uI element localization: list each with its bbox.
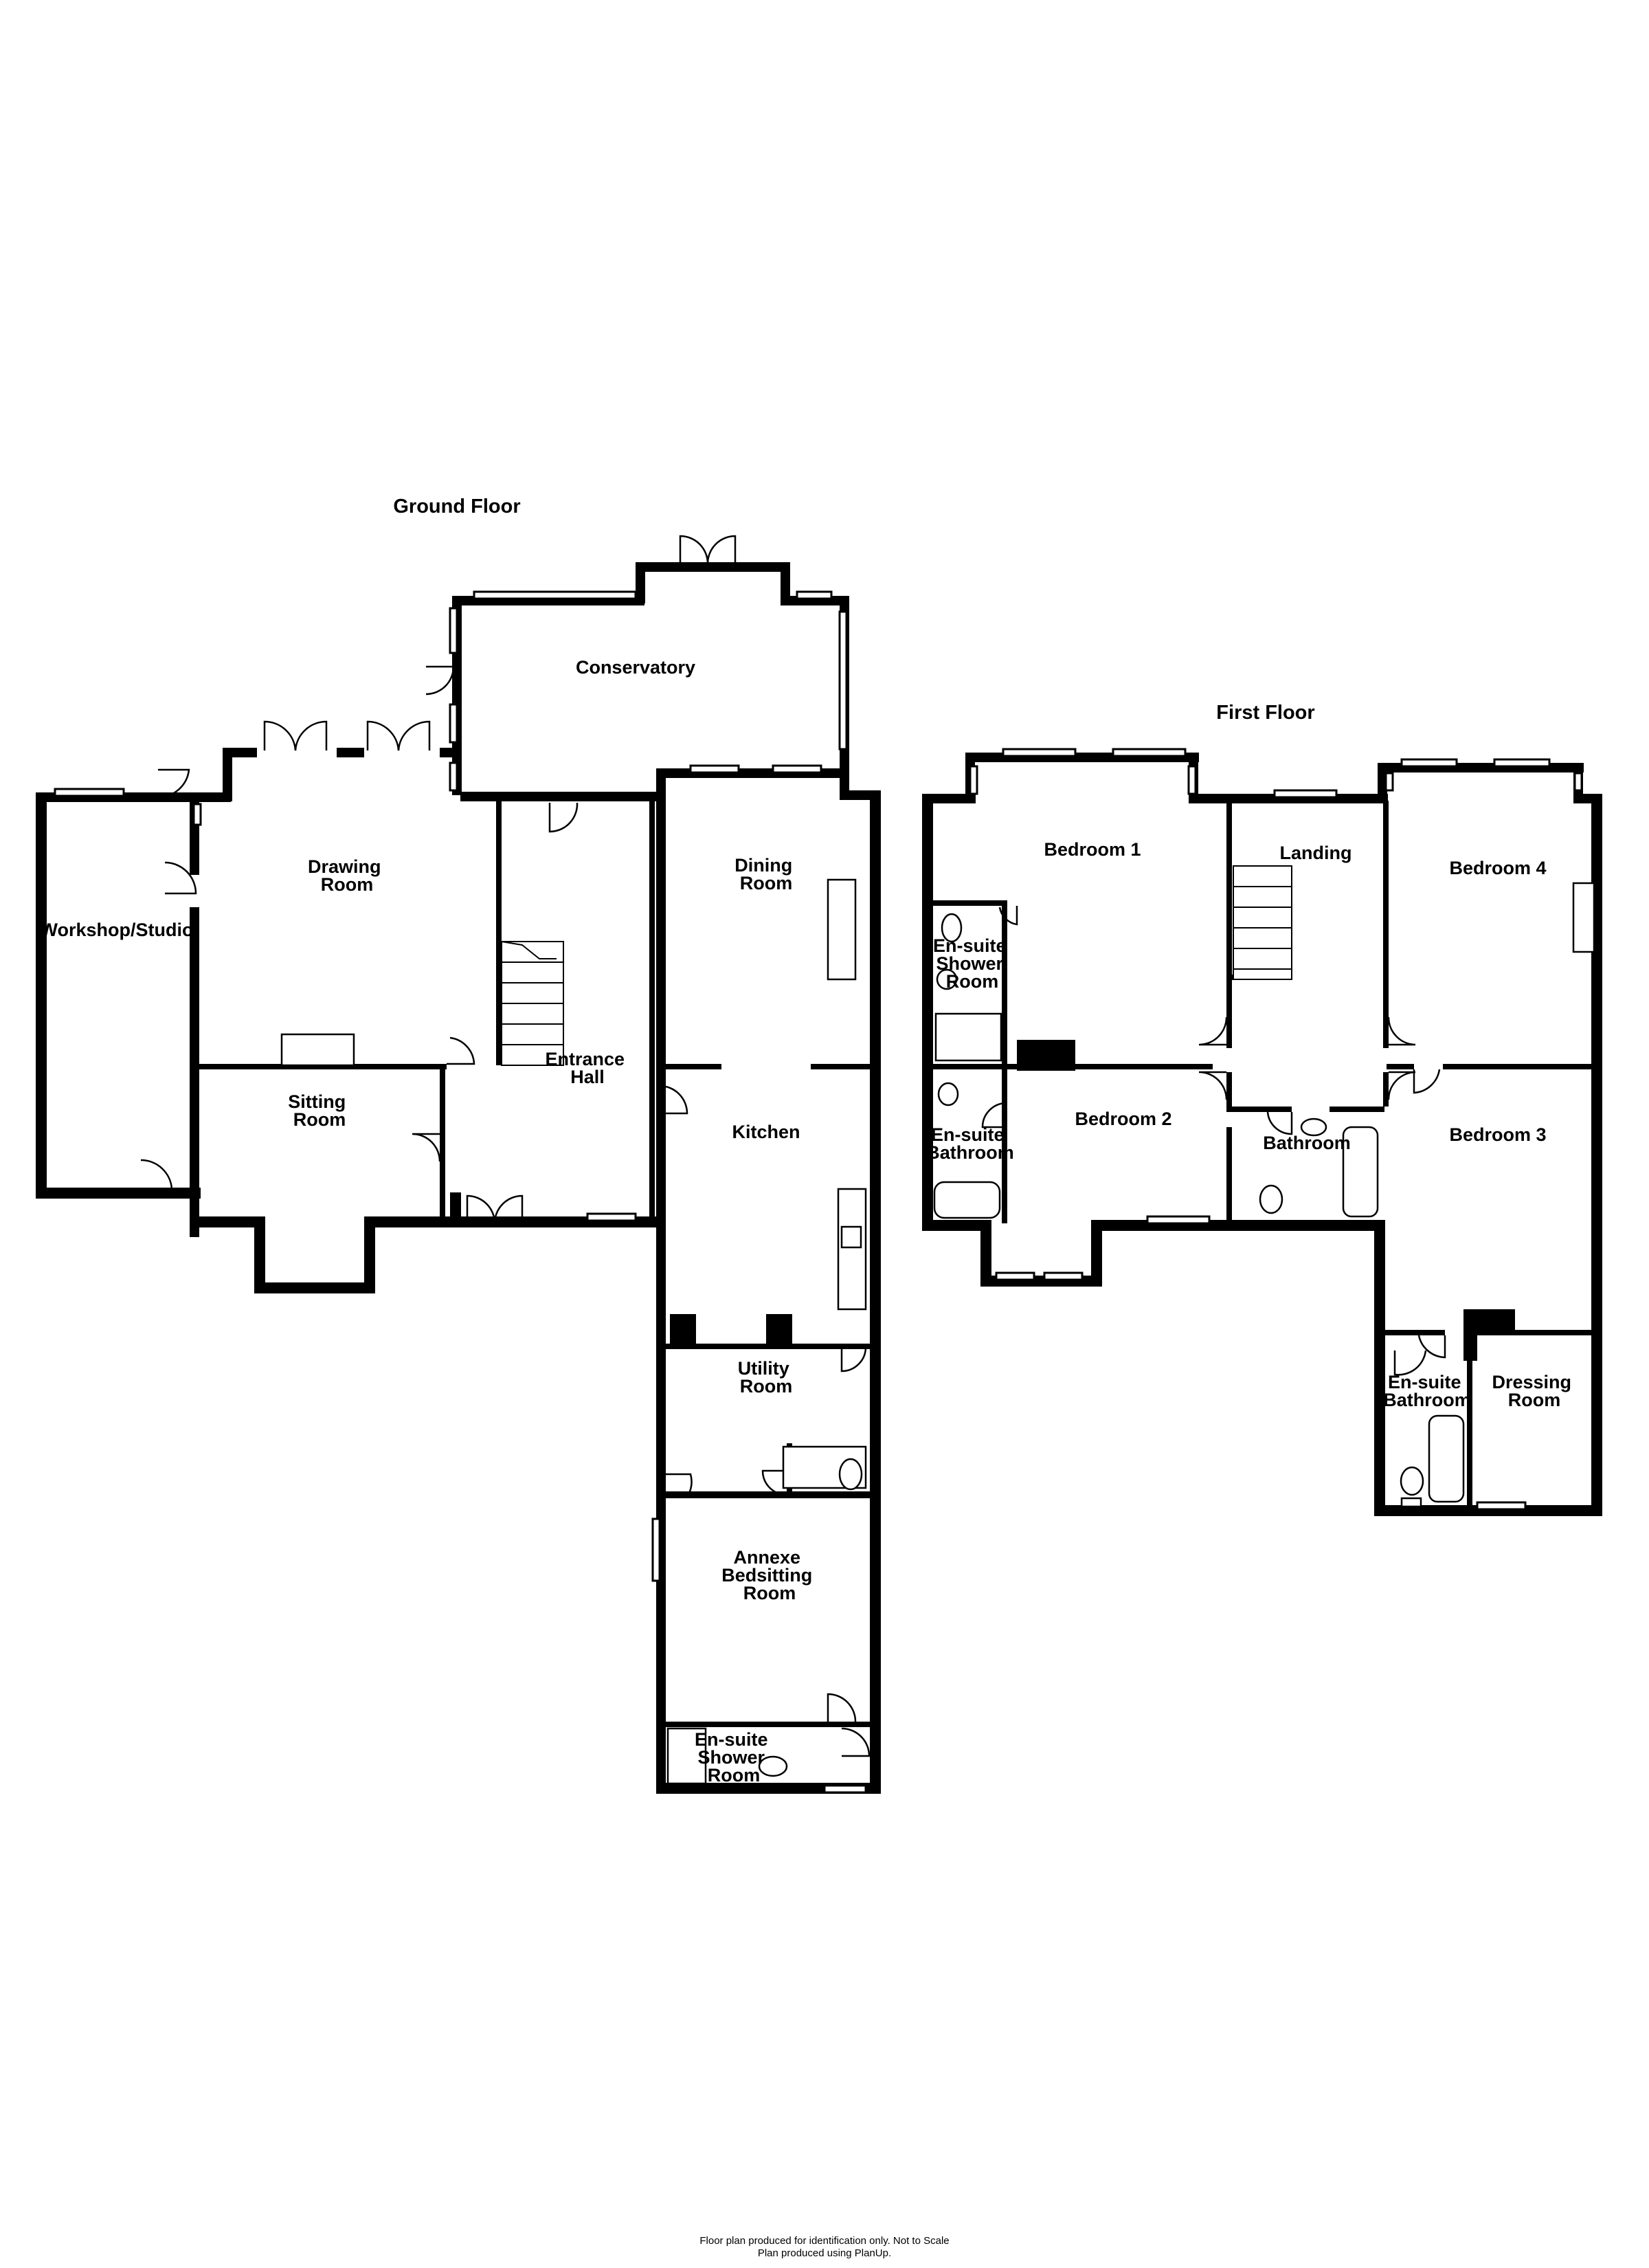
ensuite-shower-wc (941, 913, 963, 943)
floor-titles: Ground Floor First Floor (393, 496, 1314, 724)
ensuite-shower-basin (936, 968, 958, 990)
label-drawing-room: Drawing Room (308, 856, 386, 895)
label-annexe-ensuite-shower-room: En-suite Shower Room (695, 1729, 773, 1786)
first-floor-title: First Floor (1216, 702, 1314, 724)
footer-note: Floor plan produced for identification o… (699, 2235, 949, 2259)
dining-room-sideboard (827, 878, 857, 981)
bedroom3-ensuite-basin (1400, 1497, 1422, 1508)
label-sitting-room: Sitting Room (288, 1091, 351, 1130)
label-landing: Landing (1280, 843, 1352, 863)
bathroom-basin (1300, 1118, 1327, 1137)
annexe-basin (758, 1755, 788, 1777)
ground-floor-fixtures (280, 878, 867, 1785)
bedroom2-ensuite-basin (937, 1082, 959, 1107)
ground-floor (36, 535, 881, 1794)
label-bedroom-2: Bedroom 2 (1075, 1109, 1171, 1129)
label-bedroom3-ensuite-bathroom: En-suite Bathroom (1383, 1372, 1471, 1410)
kitchen-worktop (837, 1188, 867, 1311)
bathroom-bath (1342, 1126, 1379, 1218)
bedroom4-wardrobe (1572, 882, 1595, 953)
label-bedroom-4: Bedroom 4 (1449, 858, 1546, 878)
label-bedroom1-ensuite-shower-room: En-suite Shower Room (933, 935, 1011, 992)
kitchen-sink (840, 1225, 862, 1249)
ground-floor-staircase (501, 941, 564, 1066)
first-floor-doors (981, 906, 1499, 1376)
label-bedroom-3: Bedroom 3 (1449, 1124, 1546, 1145)
label-kitchen: Kitchen (732, 1122, 800, 1142)
ground-floor-windows (54, 590, 867, 1794)
label-utility-room: Utility Room (738, 1358, 795, 1397)
footer-line-1: Floor plan produced for identification o… (699, 2235, 949, 2247)
label-entrance-hall: Entrance Hall (545, 1049, 629, 1087)
first-floor (922, 748, 1602, 1516)
footer-line-2: Plan produced using PlanUp. (758, 2247, 891, 2259)
label-conservatory: Conservatory (576, 657, 695, 678)
bedroom3-ensuite-bath (1428, 1414, 1465, 1503)
utility-wc (838, 1458, 863, 1491)
sitting-room-fireplace-hearth (280, 1033, 355, 1067)
first-floor-fixtures (933, 865, 1595, 1508)
bathroom-wc (1259, 1184, 1283, 1214)
label-dressing-room: Dressing Room (1492, 1372, 1576, 1410)
bedroom3-ensuite-wc (1400, 1466, 1424, 1496)
label-dining-room: Dining Room (734, 855, 798, 893)
bedroom2-ensuite-bath (933, 1181, 1001, 1219)
label-bathroom: Bathroom (1263, 1133, 1351, 1153)
label-bedroom-1: Bedroom 1 (1044, 839, 1141, 860)
label-workshop-studio: Workshop/Studio (41, 920, 194, 940)
label-annexe-bedsitting-room: Annexe Bedsitting Room (721, 1547, 818, 1603)
annexe-shower-tray (666, 1727, 707, 1785)
first-floor-staircase (1233, 865, 1292, 980)
room-labels: Conservatory Drawing Room Workshop/Studi… (41, 657, 1576, 1786)
ensuite-shower-tray (934, 1012, 1002, 1062)
first-floor-windows (969, 748, 1583, 1511)
label-bedroom2-ensuite-bathroom: En-suite Bathroom (926, 1124, 1014, 1163)
ground-floor-doors (140, 535, 871, 1757)
ground-floor-walls (36, 562, 881, 1794)
ground-floor-title: Ground Floor (393, 496, 520, 518)
